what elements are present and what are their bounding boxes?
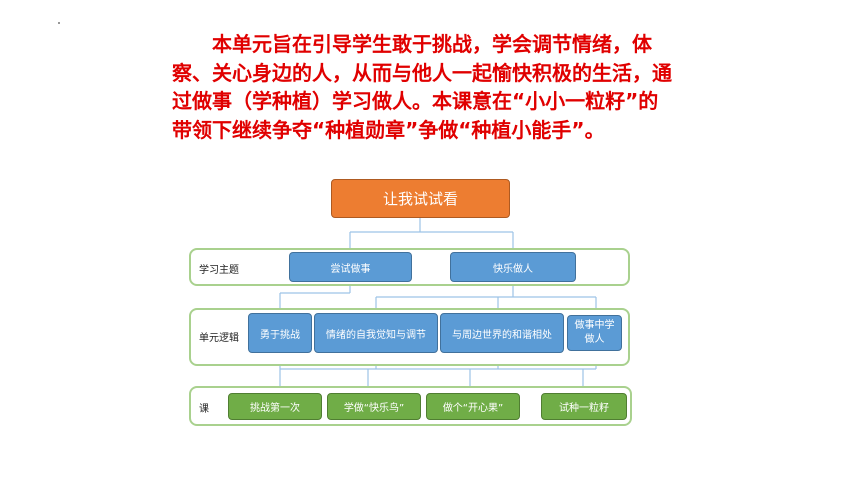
lesson-box-seed: 试种一粒籽 [541, 393, 627, 420]
lesson-label: 试种一粒籽 [559, 403, 609, 414]
row-label-theme: 学习主题 [199, 265, 239, 276]
lesson-box-fruit: 做个“开心果” [426, 393, 520, 420]
row-label-lesson: 课 [199, 404, 209, 415]
logic-label: 做事中学做人 [574, 320, 615, 345]
lesson-box-bird: 学做“快乐鸟” [327, 393, 421, 420]
theme-label: 快乐做人 [493, 263, 533, 275]
lesson-label: 学做“快乐鸟” [343, 403, 405, 414]
logic-label: 情绪的自我觉知与调节 [326, 329, 426, 341]
lesson-box-first: 挑战第一次 [228, 393, 322, 420]
logic-box-challenge: 勇于挑战 [248, 313, 312, 353]
logic-label: 与周边世界的和谐相处 [452, 329, 552, 341]
theme-box-try: 尝试做事 [289, 252, 412, 282]
root-label: 让我试试看 [382, 190, 458, 208]
lesson-label: 做个“开心果” [442, 403, 504, 414]
decorative-dot [58, 22, 60, 24]
lesson-label: 挑战第一次 [250, 403, 300, 414]
logic-box-emotion: 情绪的自我觉知与调节 [314, 313, 438, 353]
logic-label: 勇于挑战 [260, 329, 300, 341]
root-box: 让我试试看 [331, 179, 510, 218]
theme-box-happy: 快乐做人 [450, 252, 576, 282]
logic-box-harmony: 与周边世界的和谐相处 [440, 313, 564, 353]
intro-paragraph: 本单元旨在引导学生敢于挑战，学会调节情绪，体察、关心身边的人，从而与他人一起愉快… [172, 32, 672, 142]
logic-box-learn: 做事中学做人 [567, 315, 622, 351]
theme-label: 尝试做事 [330, 263, 371, 275]
row-label-logic: 单元逻辑 [199, 333, 239, 344]
